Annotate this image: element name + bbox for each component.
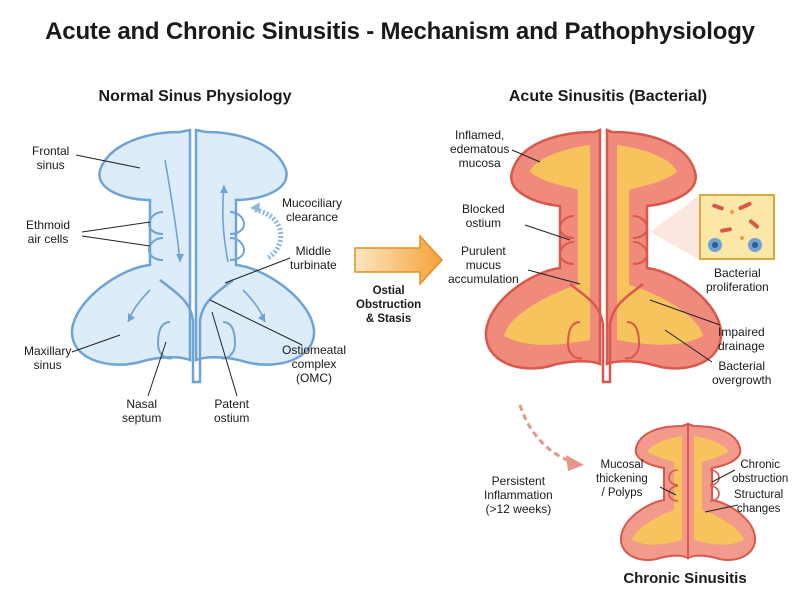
label-omc: Ostiomeatal complex (OMC) [282,343,347,385]
label-bacterial-overgrowth: Bacterial overgrowth [712,359,772,387]
chronic-transition-arrow [518,404,584,471]
label-mucosal-thickening: Mucosal thickening / Polyps [596,459,648,499]
acute-sinus-illustration [484,128,723,384]
label-chronic-obstruction: Chronic obstruction [732,459,789,485]
label-impaired-drainage: Impaired drainage [718,325,765,353]
bacteria-inset [650,194,775,260]
label-mucociliary: Mucociliary clearance [282,196,343,224]
label-frontal-sinus: Frontal sinus [32,144,70,172]
label-nasal-septum: Nasal septum [122,397,162,425]
label-middle-turbinate: Middle turbinate [290,244,337,272]
chronic-sinus-illustration [619,422,757,561]
label-ethmoid-cells: Ethmoid air cells [26,218,71,246]
label-ostial-obstruction: Ostial Obstruction & Stasis [356,285,422,325]
acute-heading: Acute Sinusitis (Bacterial) [508,88,708,105]
label-blocked-ostium: Blocked ostium [462,202,505,230]
label-maxillary-sinus: Maxillary sinus [24,344,72,372]
label-patent-ostium: Patent ostium [214,397,250,425]
normal-sinus-illustration [70,128,316,384]
label-persistent-inflammation: Persistent Inflammation (>12 weeks) [484,474,553,516]
chronic-heading: Chronic Sinusitis [623,570,747,587]
transition-arrow [354,234,444,286]
label-inflamed-mucosa: Inflamed, edematous mucosa [450,128,510,170]
normal-left-sinus [70,128,192,366]
normal-heading: Normal Sinus Physiology [98,88,292,105]
label-purulent-mucus: Purulent mucus accumulation [448,244,519,286]
label-structural-changes: Structural changes [734,489,784,515]
label-bacterial-proliferation: Bacterial proliferation [706,266,769,294]
page-title: Acute and Chronic Sinusitis - Mechanism … [45,18,755,45]
